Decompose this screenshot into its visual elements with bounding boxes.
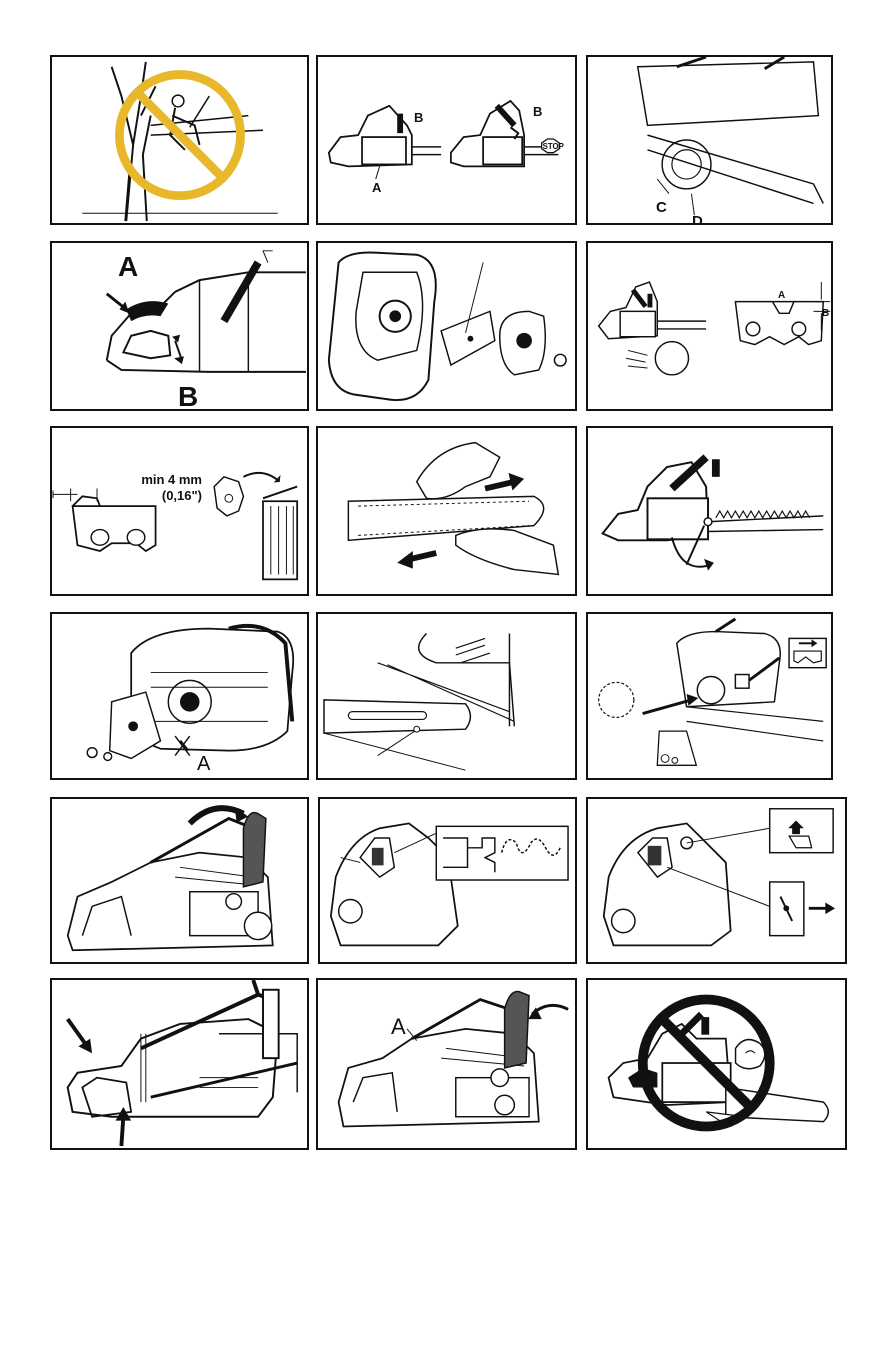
stop-switch-icon — [588, 799, 845, 962]
panel-brake-handle-release: A — [316, 978, 577, 1150]
label-b-left: B — [414, 111, 423, 124]
guide-bar-icon — [318, 614, 575, 778]
panel-chain-tensioning — [586, 426, 833, 596]
label-a: A — [778, 291, 785, 301]
panel-chain-brake-check: STOP A B B — [316, 55, 577, 225]
panel-chain-direction — [586, 612, 833, 780]
stop-sign-text: STOP — [543, 142, 564, 151]
label-b: B — [178, 383, 198, 411]
label-a: A — [372, 181, 381, 194]
label-c: C — [656, 200, 667, 215]
choke-diagram-icon — [320, 799, 575, 962]
panel-no-tree-climbing — [50, 55, 309, 225]
panel-bar-mounting — [316, 612, 577, 780]
panel-stop-switch — [586, 797, 847, 964]
label-a: A — [118, 253, 138, 281]
prohibition-sign-icon — [52, 57, 307, 223]
chain-brake-illustration: STOP — [318, 57, 575, 223]
label-b-right: B — [533, 105, 542, 118]
panel-saw-body-assembly: A — [50, 612, 309, 780]
trash-bin-icon — [52, 428, 307, 594]
panel-cutter-wear-limit: min 4 mm (0,16") — [50, 426, 309, 596]
panel-chain-grip-pull — [316, 426, 577, 596]
clutch-cover-illustration — [318, 243, 575, 409]
choke-lever-icon — [52, 799, 307, 962]
panel-brake-handle: A B — [50, 241, 309, 411]
label-a: A — [391, 1016, 406, 1038]
label-b: B — [822, 309, 829, 319]
panel-sprocket-detail: C D — [586, 55, 833, 225]
tensioning-illustration — [588, 428, 831, 594]
panel-throttle-choke — [50, 797, 309, 964]
label-d: D — [692, 214, 703, 225]
chain-direction-icon — [588, 614, 831, 778]
panel-choke-position — [318, 797, 577, 964]
label-a: A — [197, 754, 210, 774]
panel-chain-kickback-guard: A B — [586, 241, 833, 411]
trigger-arrows-icon — [52, 980, 307, 1148]
panel-trigger-lockout — [50, 978, 309, 1150]
gloved-hands-icon — [318, 428, 575, 594]
panel-no-one-hand-start — [586, 978, 847, 1150]
prohibition-sign-icon — [588, 980, 845, 1148]
sprocket-illustration — [588, 57, 831, 223]
panel-clutch-cover-exploded — [316, 241, 577, 411]
saw-body-illustration — [52, 614, 307, 778]
chain-guard-illustration — [588, 243, 831, 409]
brake-release-illustration — [318, 980, 575, 1148]
